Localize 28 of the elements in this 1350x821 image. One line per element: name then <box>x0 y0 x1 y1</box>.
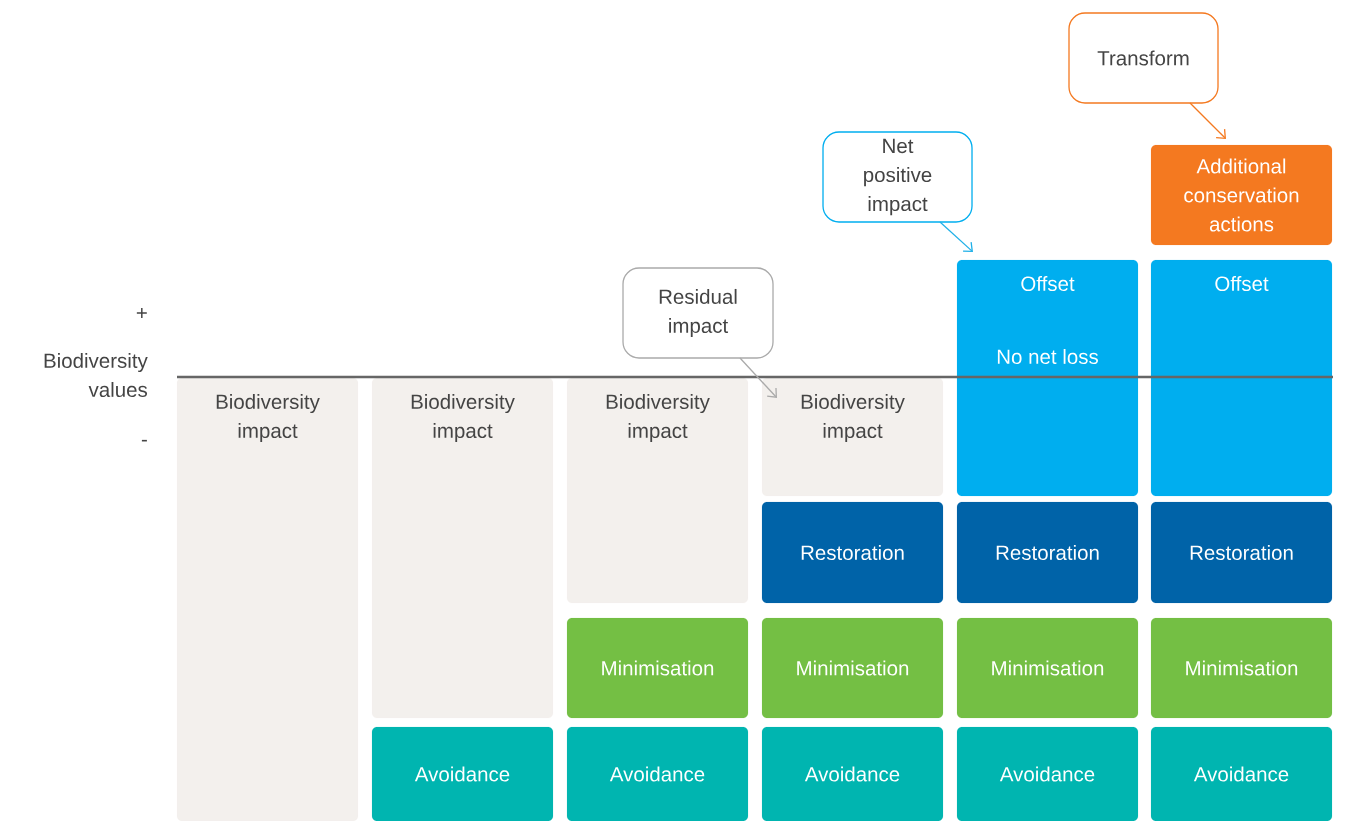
callout-box: Net positive impact <box>822 131 973 223</box>
axis-sign: - <box>141 439 147 442</box>
minimisation-box: Minimisation <box>566 617 749 719</box>
impact-box: Biodiversity impact <box>566 377 749 604</box>
arrow <box>1189 102 1226 139</box>
minimisation-box: Minimisation <box>956 617 1139 719</box>
impact-box: Biodiversity impact <box>176 377 359 821</box>
restoration-box: Restoration <box>761 501 944 604</box>
offset-box: Offset No net loss <box>956 259 1139 497</box>
axis-sign: + <box>136 308 147 319</box>
avoidance-box: Avoidance <box>1150 726 1333 821</box>
minimisation-box: Minimisation <box>761 617 944 719</box>
impact-box: Biodiversity impact <box>761 377 944 497</box>
avoidance-box: Avoidance <box>371 726 554 821</box>
offset-box: Offset <box>1150 259 1333 497</box>
axis-label: Biodiversity values <box>44 352 148 398</box>
action-box: Additional conservation actions <box>1150 144 1333 246</box>
arrow <box>939 221 973 252</box>
restoration-box: Restoration <box>956 501 1139 604</box>
callout-box: Transform <box>1068 12 1219 104</box>
impact-box: Biodiversity impact <box>371 377 554 719</box>
avoidance-box: Avoidance <box>566 726 749 821</box>
avoidance-box: Avoidance <box>761 726 944 821</box>
restoration-box: Restoration <box>1150 501 1333 604</box>
avoidance-box: Avoidance <box>956 726 1139 821</box>
callout-box: Residual impact <box>622 267 774 359</box>
minimisation-box: Minimisation <box>1150 617 1333 719</box>
arrow <box>739 357 777 398</box>
